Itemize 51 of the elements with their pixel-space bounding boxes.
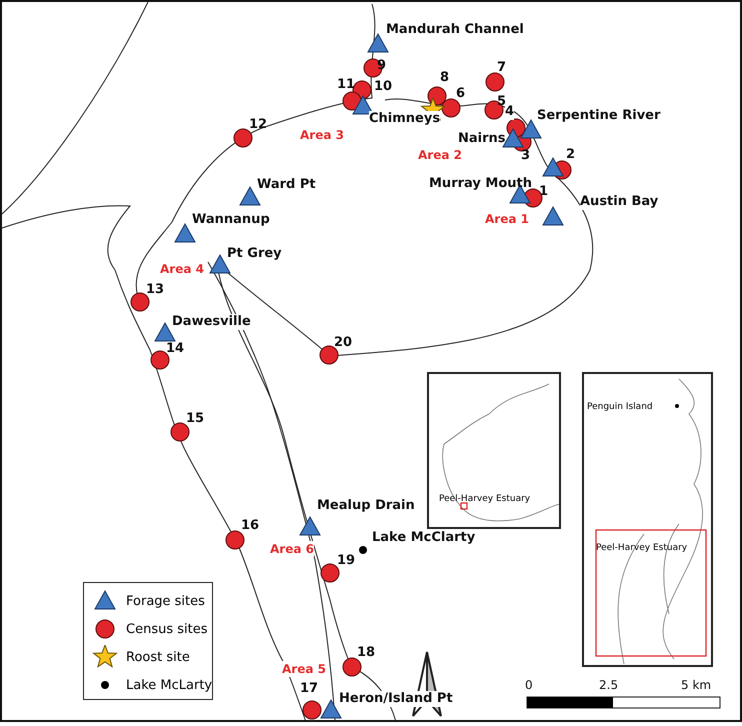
site-label: Austin Bay <box>580 194 658 210</box>
inset-map-panel <box>582 372 713 667</box>
area-label: Area 3 <box>300 127 344 143</box>
inset-map-panel <box>427 372 561 529</box>
site-number: 1 <box>539 184 548 200</box>
site-number: 14 <box>166 341 184 357</box>
site-number: 7 <box>497 60 506 76</box>
legend-label: Census sites <box>126 622 208 636</box>
site-number: 2 <box>566 147 576 163</box>
legend-label: Lake McLarty <box>126 678 212 692</box>
area-label: Area 6 <box>270 541 314 557</box>
site-label: Murray Mouth <box>429 176 532 192</box>
site-number: 18 <box>357 645 376 661</box>
site-number: 4 <box>505 104 514 120</box>
site-label: Serpentine River <box>537 108 660 124</box>
site-number: 9 <box>377 58 386 74</box>
site-number: 11 <box>337 77 356 93</box>
area-label: Area 2 <box>418 147 462 163</box>
site-number: 20 <box>334 335 352 351</box>
site-label: Dawesville <box>172 314 251 330</box>
site-label: Ward Pt <box>257 177 316 193</box>
place-label: Peel-Harvey Estuary <box>439 494 530 505</box>
scale-label: 2.5 <box>599 677 618 693</box>
site-label: Nairns <box>458 131 506 147</box>
site-label: Pt Grey <box>227 246 282 262</box>
site-number: 17 <box>300 681 318 697</box>
site-number: 5 <box>497 94 506 109</box>
site-number: 3 <box>521 148 530 164</box>
area-label: Area 4 <box>160 261 204 277</box>
site-number: 19 <box>337 553 356 569</box>
legend-label: Roost site <box>126 650 190 664</box>
site-label: Chimneys <box>369 111 440 127</box>
site-number: 12 <box>249 117 268 133</box>
site-number: 8 <box>440 70 450 86</box>
site-number: 16 <box>241 518 260 534</box>
area-label: Area 5 <box>282 661 326 677</box>
area-label: Area 1 <box>485 211 529 227</box>
site-number: 15 <box>186 411 204 427</box>
site-label: Mandurah Channel <box>386 22 524 38</box>
site-number: 10 <box>374 79 392 95</box>
site-number: 13 <box>146 282 164 298</box>
legend-label: Forage sites <box>126 594 205 608</box>
site-label: Heron/Island Pt <box>339 691 453 707</box>
site-label: Wannanup <box>192 212 270 228</box>
site-number: 6 <box>456 86 466 102</box>
site-label: Lake McClarty <box>372 530 476 546</box>
scale-label: 5 km <box>681 677 712 693</box>
place-label: Penguin Island <box>587 402 653 413</box>
scale-label: 0 <box>525 677 533 693</box>
place-label: Peel-Harvey Estuary <box>596 543 688 554</box>
site-label: Mealup Drain <box>317 498 415 514</box>
